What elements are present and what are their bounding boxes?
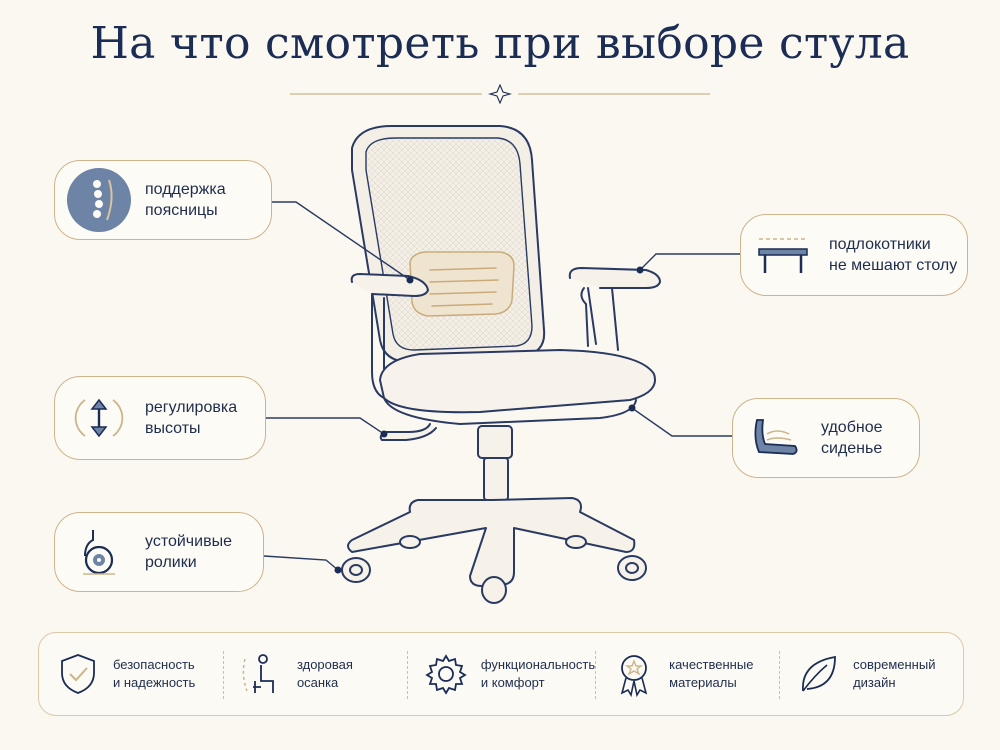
leader-height <box>266 417 385 435</box>
leader-seat <box>631 407 732 437</box>
feature-function-label: функциональность и комфорт <box>480 657 596 690</box>
callout-height-adjust: регулировка высоты <box>54 376 266 460</box>
spine-icon <box>67 168 131 232</box>
callout-seat: удобное сиденье <box>732 398 920 478</box>
feature-materials: качественные материалы <box>595 633 779 715</box>
feature-safety: безопасность и надежность <box>39 633 223 715</box>
leader-casters <box>263 555 339 571</box>
caster-wheels <box>341 535 647 604</box>
callout-seat-label: удобное сиденье <box>821 419 883 457</box>
callout-armrests: подлокотники не мешают столу <box>740 214 968 296</box>
seat-cushion <box>379 349 656 414</box>
feature-posture: здоровая осанка <box>222 633 407 715</box>
shield-check-icon <box>61 654 95 694</box>
seat-icon <box>743 406 807 470</box>
gear-icon <box>425 654 467 695</box>
height-lever <box>379 423 437 441</box>
page-title: На что смотреть при выборе стула <box>90 18 910 69</box>
leaf-icon <box>802 655 836 692</box>
callout-lumbar-label: поддержка поясницы <box>145 181 226 219</box>
sitting-person-icon <box>242 654 274 693</box>
callout-armrests-label: подлокотники не мешают столу <box>829 236 958 274</box>
callout-lumbar-support: поддержка поясницы <box>54 160 272 240</box>
feature-posture-label: здоровая осанка <box>296 657 353 690</box>
title-divider <box>290 84 710 104</box>
leader-lumbar <box>272 201 411 281</box>
feature-materials-label: качественные материалы <box>669 657 754 690</box>
feature-function: функциональность и комфорт <box>406 633 596 715</box>
height-arrows-icon <box>67 386 131 450</box>
caster-wheel-icon <box>67 520 131 584</box>
callout-casters: устойчивые ролики <box>54 512 264 592</box>
callout-casters-label: устойчивые ролики <box>145 533 232 571</box>
leader-armrests <box>639 253 740 271</box>
award-badge-icon <box>620 655 648 697</box>
feature-design: современный дизайн <box>779 633 963 715</box>
backrest-mesh <box>365 137 533 351</box>
callout-height-label: регулировка высоты <box>145 399 238 437</box>
desk-icon <box>751 223 815 287</box>
feature-safety-label: безопасность и надежность <box>113 657 196 690</box>
chair-base <box>347 497 636 587</box>
right-armrest <box>568 267 661 289</box>
features-bar: безопасность и надежность здоровая осанк… <box>38 632 964 716</box>
feature-design-label: современный дизайн <box>853 657 936 690</box>
